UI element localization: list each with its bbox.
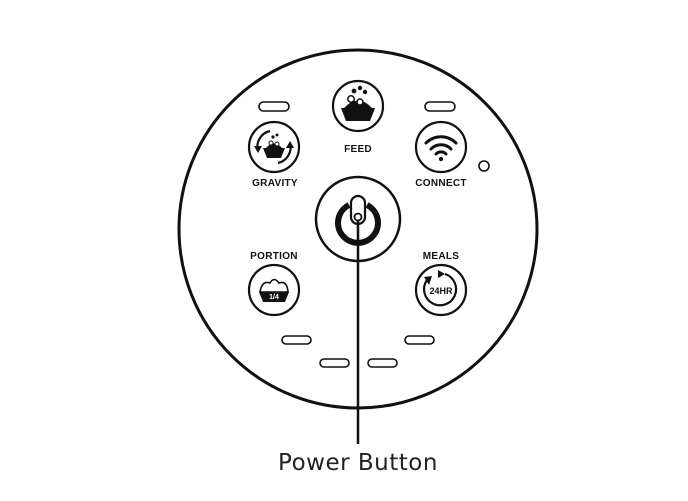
24hr-clock-icon: 24HR bbox=[422, 270, 458, 307]
power-button-callout: Power Button bbox=[278, 450, 438, 476]
feed-label: FEED bbox=[344, 144, 372, 155]
meals-button[interactable]: 24HR bbox=[414, 263, 468, 317]
portion-bowl-icon: 1/4 bbox=[259, 278, 289, 302]
connect-label: CONNECT bbox=[415, 178, 467, 189]
meals-badge: 24HR bbox=[429, 286, 453, 296]
gravity-button[interactable] bbox=[247, 120, 301, 174]
indicator-light-bottom-3 bbox=[367, 358, 398, 368]
meals-label: MEALS bbox=[423, 251, 460, 262]
gravity-label: GRAVITY bbox=[252, 178, 298, 189]
portion-label: PORTION bbox=[250, 251, 298, 262]
gravity-cycle-icon bbox=[254, 129, 294, 165]
indicator-light-bottom-4 bbox=[404, 335, 435, 345]
portion-badge: 1/4 bbox=[269, 294, 279, 301]
food-bowl-icon bbox=[341, 85, 375, 121]
portion-button[interactable]: 1/4 bbox=[247, 263, 301, 317]
feed-button[interactable] bbox=[331, 79, 385, 133]
connect-button[interactable] bbox=[414, 120, 468, 174]
wifi-icon bbox=[424, 135, 458, 162]
indicator-light-bottom-1 bbox=[281, 335, 312, 345]
indicator-light-bottom-2 bbox=[319, 358, 350, 368]
indicator-light-top-left bbox=[258, 101, 290, 112]
indicator-light-top-right bbox=[424, 101, 456, 112]
status-led bbox=[478, 160, 490, 172]
